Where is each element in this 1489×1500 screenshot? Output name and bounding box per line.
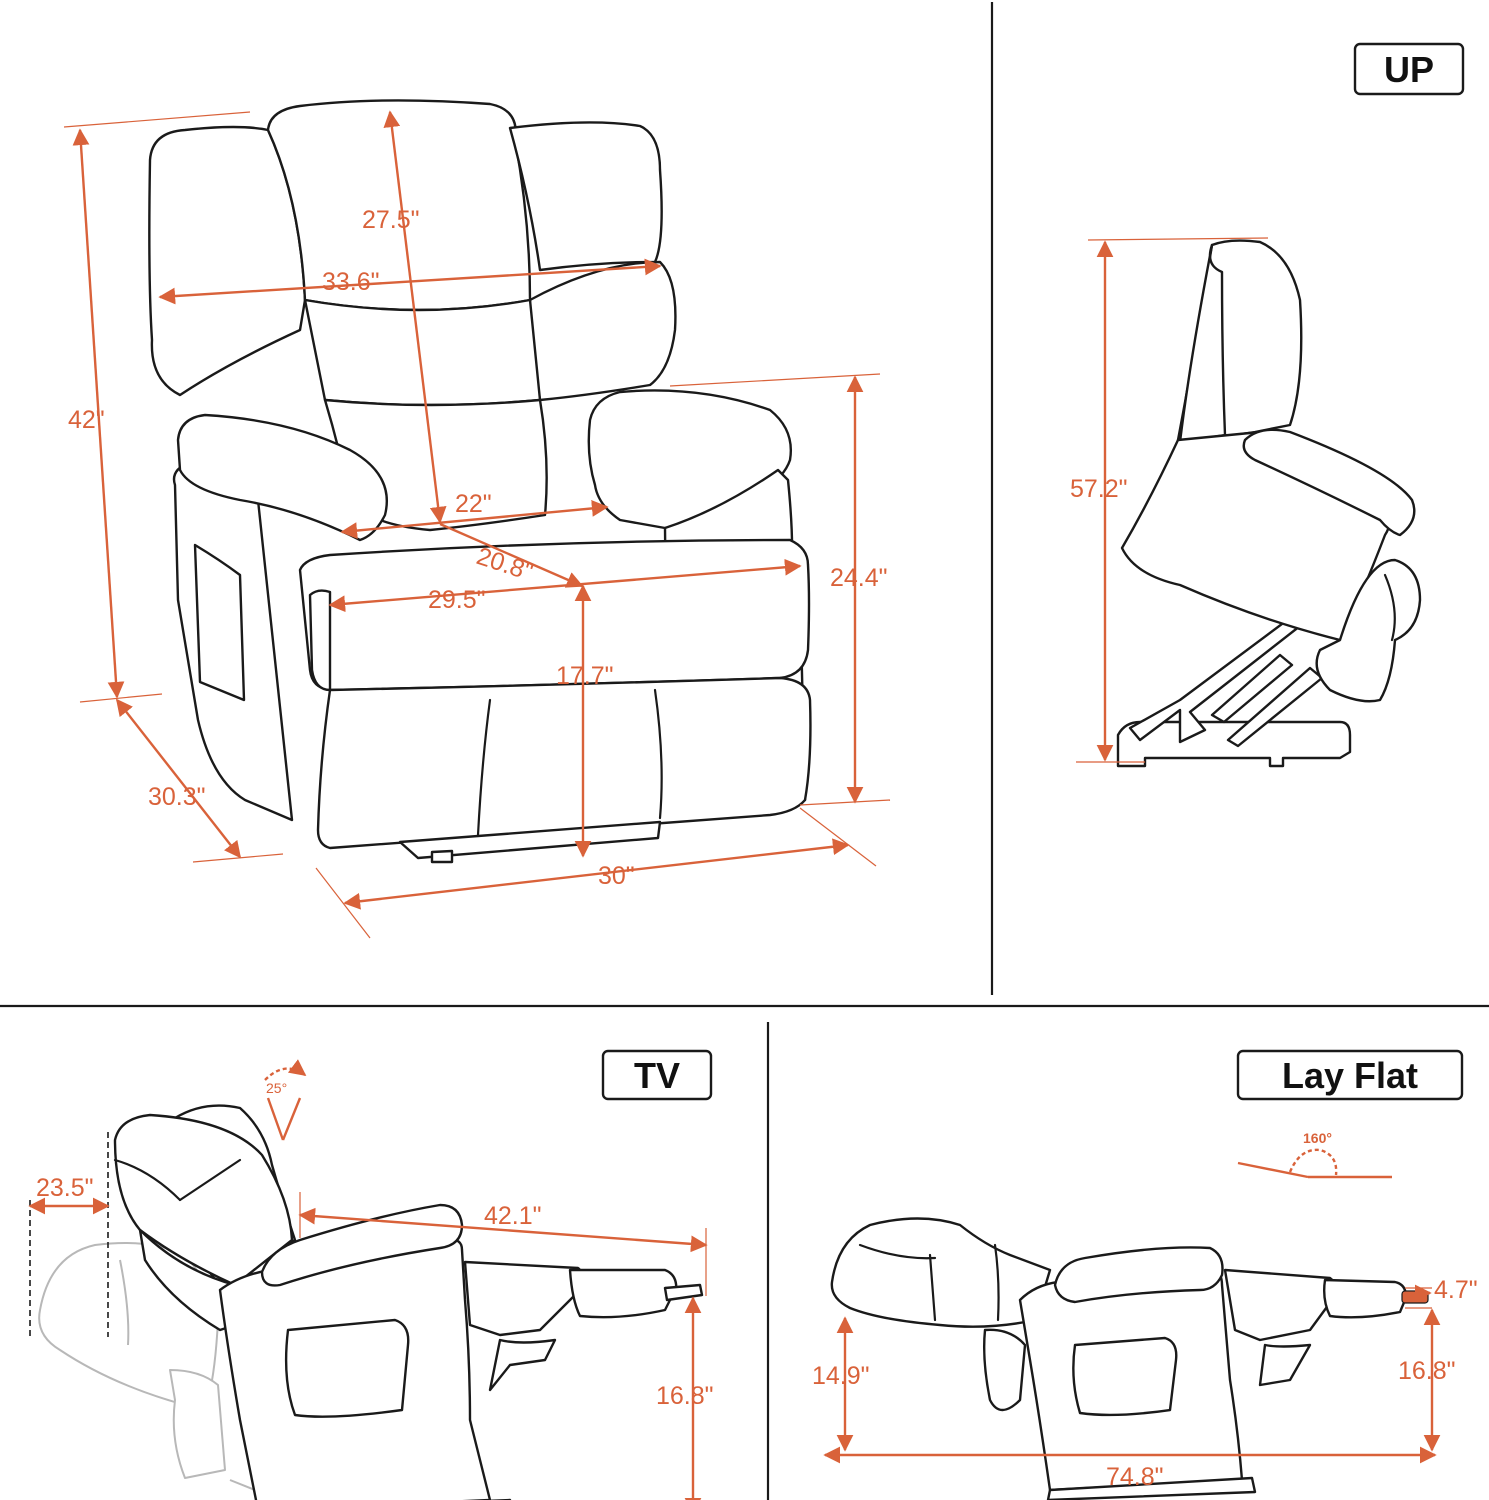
- up-lift-arm-back: [1128, 616, 1302, 744]
- tv-seat-extension: [463, 1260, 583, 1337]
- footrest-seam-right: [653, 688, 663, 820]
- footrest-seam-left: [476, 698, 492, 837]
- flat-back-divider: [928, 1253, 937, 1322]
- label-armrest-height: 24.4": [830, 564, 888, 592]
- label-seat-height: 17.7": [556, 662, 614, 690]
- label-flat-length: 74.8": [1106, 1463, 1164, 1491]
- side-pocket: [193, 543, 246, 702]
- seat-cushion-front: [298, 538, 811, 692]
- up-tag-box: [1353, 42, 1465, 96]
- lay-flat-tag-box: [1236, 1049, 1464, 1101]
- up-panel: UP 57.2": [1070, 42, 1465, 768]
- lay-flat-panel: Lay Flat 160° 4.7" 16.8" 14.9" 74.8": [812, 1049, 1478, 1500]
- footrest-front: [316, 676, 812, 850]
- dim-line-inner-width: [328, 558, 802, 613]
- tv-back-seam: [178, 1158, 242, 1202]
- label-back-width: 33.6": [322, 268, 380, 296]
- up-back-edge: [1178, 243, 1227, 444]
- label-tv-footrest-height: 16.8": [656, 1382, 714, 1410]
- label-seat-width: 22": [455, 490, 492, 518]
- label-inner-width: 29.5": [428, 586, 486, 614]
- label-tv-angle: 25°: [266, 1080, 287, 1096]
- flat-linkage: [983, 1328, 1027, 1412]
- flat-base: [1046, 1476, 1257, 1500]
- dim-line-total-height: [72, 128, 125, 699]
- flat-back: [830, 1217, 1052, 1328]
- up-footrest: [1315, 558, 1422, 703]
- tv-back: [113, 1113, 294, 1287]
- dim-line-tv-length: [298, 1207, 708, 1253]
- back-cushion-right: [528, 260, 677, 402]
- up-footrest-seam: [1383, 573, 1396, 642]
- label-back-height: 27.5": [362, 206, 420, 234]
- flat-back-seam: [858, 1243, 937, 1260]
- flat-footrest: [1322, 1278, 1407, 1319]
- dim-line-seat-width: [340, 500, 609, 539]
- flat-armrest: [1053, 1246, 1224, 1304]
- dim-line-width: [343, 838, 850, 910]
- label-width: 30": [598, 862, 635, 890]
- back-cushion-middle: [303, 298, 542, 407]
- label-flat-angle: 160°: [1303, 1130, 1332, 1146]
- dim-line-back-height: [383, 110, 447, 524]
- label-flat-footrest-ext: 4.7": [1434, 1276, 1478, 1304]
- dim-line-depth: [115, 698, 242, 859]
- dim-line-back-width: [158, 258, 662, 305]
- tv-footrest: [568, 1268, 678, 1319]
- tv-panel: TV 25° 23.5": [28, 1049, 714, 1500]
- tv-linkage: [488, 1338, 557, 1392]
- lay-flat-tag: Lay Flat: [1282, 1055, 1418, 1096]
- label-lift-height: 57.2": [1070, 475, 1128, 503]
- label-depth: 30.3": [148, 783, 206, 811]
- base-foot: [430, 849, 454, 864]
- label-tv-length: 42.1": [484, 1202, 542, 1230]
- label-flat-back-height: 14.9": [812, 1362, 870, 1390]
- label-wall-clearance: 23.5": [36, 1174, 94, 1202]
- tv-side-pocket: [284, 1318, 410, 1418]
- up-tag: UP: [1384, 49, 1434, 90]
- up-armrest: [1242, 428, 1416, 537]
- flat-side-pocket: [1072, 1336, 1178, 1417]
- tv-footrest-tip: [663, 1283, 704, 1302]
- tv-back-fold: [113, 1158, 182, 1202]
- front-view-chair: [148, 99, 812, 864]
- tv-angle-arc: [264, 1059, 307, 1081]
- flat-linkage-front: [1258, 1343, 1312, 1387]
- front-dimensions: 42" 27.5" 33.6" 22" 20.8" 29.5" 24.4" 17…: [63, 110, 891, 939]
- tv-tag: TV: [634, 1055, 680, 1096]
- up-lift-arm: [1210, 653, 1294, 724]
- flat-back-divider-2: [993, 1243, 1000, 1322]
- back-cushion-right-top: [508, 121, 663, 272]
- label-flat-footrest-height: 16.8": [1398, 1357, 1456, 1385]
- tv-tag-box: [601, 1049, 713, 1101]
- flat-seat-extension: [1223, 1268, 1337, 1342]
- label-total-height: 42": [68, 406, 105, 434]
- seat-edge: [308, 589, 332, 692]
